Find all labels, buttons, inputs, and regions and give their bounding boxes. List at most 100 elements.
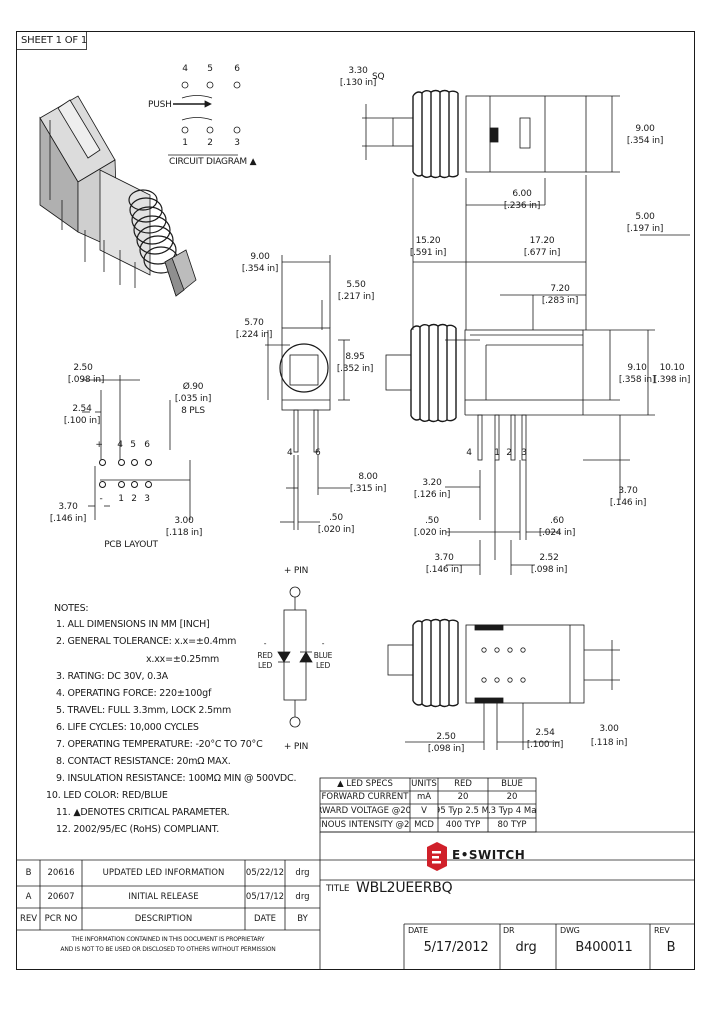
- rev-cell: 05/17/12: [245, 892, 285, 902]
- pin-5-label: 5: [207, 64, 213, 74]
- dim-3-00-bottom: 3.00: [599, 724, 619, 734]
- pcb-dim-2-54-in: [.100 in]: [63, 416, 101, 426]
- dim-8-00: 8.00: [358, 472, 378, 482]
- pcb-hole: [131, 481, 138, 488]
- dim-3-70-right-in: [.146 in]: [609, 498, 647, 508]
- pcb-hole: [145, 459, 152, 466]
- dim-5-00-in: [.197 in]: [626, 224, 664, 234]
- confidential-line-1: THE INFORMATION CONTAINED IN THIS DOCUME…: [71, 936, 265, 943]
- side-pin-2-label: 2: [506, 448, 512, 458]
- dim-6-00-in: [.236 in]: [503, 201, 541, 211]
- dim-0-60-in: [.024 in]: [538, 528, 576, 538]
- led-pin-bottom: + PIN: [283, 742, 309, 752]
- drawing-number: B400011: [575, 940, 633, 955]
- pcb-dim-hole-in: [.035 in]: [174, 394, 212, 404]
- dim-8-00-in: [.315 in]: [349, 484, 387, 494]
- dim-0-50-side-in: [.020 in]: [413, 528, 451, 538]
- rev-header: PCR NO: [44, 914, 78, 924]
- dim-5-50: 5.50: [346, 280, 366, 290]
- push-label: PUSH: [148, 100, 172, 110]
- pcb-dim-3-70: 3.70: [58, 502, 78, 512]
- note-2: 2. GENERAL TOLERANCE: x.x=±0.4mm: [56, 636, 237, 647]
- dim-17-20-in: [.677 in]: [523, 248, 561, 258]
- pcb-label-6: 6: [144, 440, 150, 450]
- date-label: DATE: [408, 926, 429, 935]
- dimension-lines-side: [445, 460, 560, 575]
- sheet-border: [16, 31, 695, 970]
- dim-3-30: 3.30: [348, 66, 368, 76]
- sheet-box: [16, 31, 87, 50]
- rev-header: DESCRIPTION: [134, 914, 193, 924]
- drawn-by-label: DR: [503, 926, 515, 935]
- dim-6-00: 6.00: [512, 189, 532, 199]
- note-7: 7. OPERATING TEMPERATURE: -20°C TO 70°C: [56, 739, 263, 750]
- dim-5-00: 5.00: [635, 212, 655, 222]
- pin-1-label: 1: [182, 138, 188, 148]
- led-table-cell: 400 TYP: [445, 819, 481, 830]
- pcb-layout-lines: [82, 375, 191, 520]
- side-pin-4-label: 4: [466, 448, 472, 458]
- pcb-label-3: 3: [144, 494, 150, 504]
- dim-9-00-top: 9.00: [635, 124, 655, 134]
- dim-0-50-end: .50: [329, 513, 343, 523]
- led-table-cell: 80 TYP: [497, 819, 527, 830]
- rev-cell: drg: [295, 868, 310, 878]
- blue-led-sign: -: [321, 639, 325, 648]
- rev-cell: B: [25, 868, 32, 878]
- led-pin-top: + PIN: [283, 566, 309, 576]
- dim-8-95: 8.95: [345, 352, 365, 362]
- led-table-cell: 20: [457, 792, 469, 802]
- dwg-label: DWG: [560, 926, 580, 935]
- pcb-label-1: 1: [118, 494, 124, 504]
- led-table-grid: [319, 777, 537, 833]
- led-table-cell: LUMINOUS INTENSITY @20mA: [320, 819, 410, 830]
- dim-5-70-in: [.224 in]: [235, 330, 273, 340]
- note-12: 12. 2002/95/EC (RoHS) COMPLIANT.: [56, 824, 220, 835]
- dim-3-70-bottom-in: [.146 in]: [425, 565, 463, 575]
- pcb-dim-hole: Ø.90: [182, 382, 204, 392]
- rev-header: DATE: [253, 914, 277, 924]
- pin-3-label: 3: [234, 138, 240, 148]
- led-circuit-lines: [277, 586, 313, 728]
- pcb-hole: [99, 481, 106, 488]
- rev-cell: UPDATED LED INFORMATION: [102, 868, 225, 878]
- eswitch-logo-mark: [427, 842, 447, 871]
- dim-5-70: 5.70: [244, 318, 264, 328]
- pcb-layout-caption: PCB LAYOUT: [104, 540, 158, 550]
- bottom-view-outline: [387, 618, 620, 750]
- pcb-dim-hole-qty: 8 PLS: [181, 406, 205, 416]
- led-table-cell: mA: [416, 792, 432, 802]
- pcb-hole: [145, 481, 152, 488]
- dim-8-95-in: [.352 in]: [336, 364, 374, 374]
- side-pin-1-label: 1: [494, 448, 500, 458]
- pcb-label-5: 5: [130, 440, 136, 450]
- led-table-header-red: RED: [454, 779, 472, 789]
- dim-15-20: 15.20: [415, 236, 441, 246]
- dim-2-54-bottom: 2.54: [535, 728, 555, 738]
- side-view-outline: [385, 323, 655, 500]
- pcb-hole: [131, 459, 138, 466]
- led-table-cell: 3.3 Typ 4 Max: [488, 805, 536, 816]
- pcb-label-plus: +: [95, 440, 103, 450]
- note-3: 3. RATING: DC 30V, 0.3A: [56, 671, 168, 682]
- dim-10-10-in: [.398 in]: [653, 375, 691, 385]
- red-led-label: RED: [257, 651, 273, 660]
- dim-3-20: 3.20: [422, 478, 442, 488]
- title-block-grid: [16, 831, 695, 970]
- pcb-label-minus: -: [99, 494, 103, 504]
- pcb-label-4: 4: [117, 440, 123, 450]
- note-11: 11. ▲DENOTES CRITICAL PARAMETER.: [56, 807, 230, 818]
- led-table-cell: FORWARD CURRENT: [321, 792, 409, 802]
- dim-0-60: .60: [550, 516, 564, 526]
- rev-label: REV: [654, 926, 670, 935]
- dim-10-10: 10.10: [659, 363, 685, 373]
- rev-cell: 05/22/12: [245, 868, 285, 878]
- pcb-label-2: 2: [131, 494, 137, 504]
- dim-3-00-bottom-in: [.118 in]: [590, 738, 628, 748]
- notes-heading: NOTES:: [54, 603, 89, 614]
- led-table-header-units: UNITS: [411, 779, 437, 789]
- sheet-label: SHEET 1 OF 1: [21, 35, 88, 46]
- pcb-hole: [118, 459, 125, 466]
- led-table-header-specs: ▲ LED SPECS: [337, 779, 393, 789]
- circuit-diagram-lines: [168, 81, 241, 156]
